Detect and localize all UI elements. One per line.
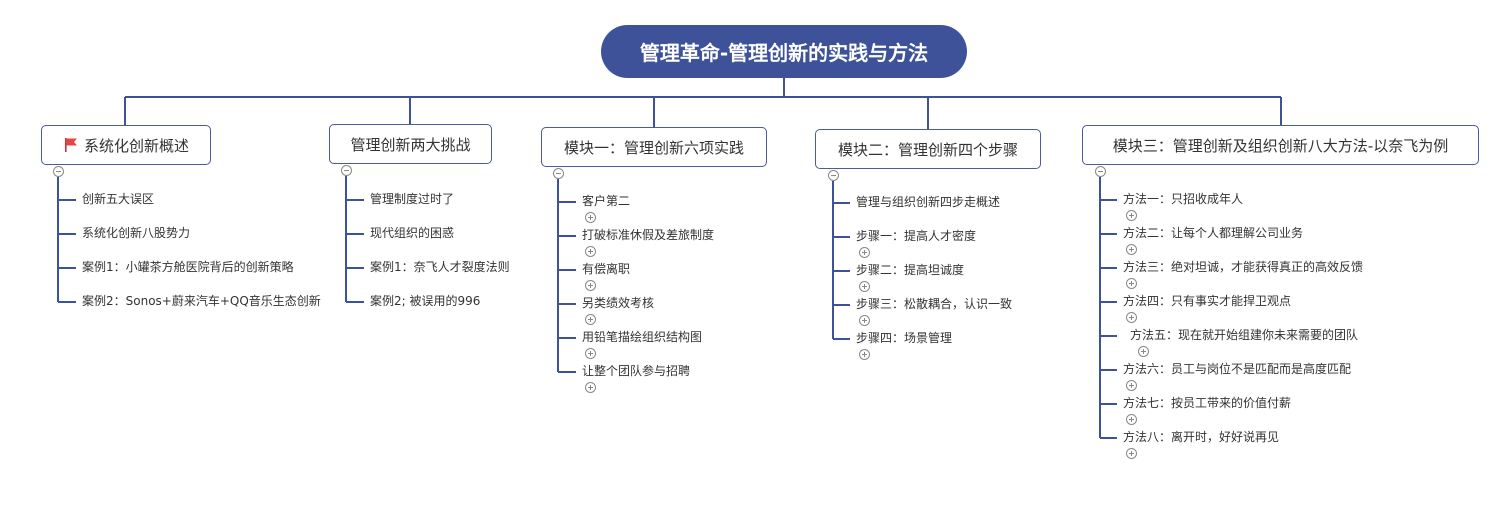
branch-module-one[interactable]: 模块一：管理创新六项实践	[541, 127, 767, 167]
expand-toggle-icon[interactable]	[1126, 448, 1137, 459]
expand-toggle-icon[interactable]	[1126, 312, 1137, 323]
leaf-topic[interactable]: 客户第二	[582, 194, 631, 208]
expand-toggle-icon[interactable]	[585, 314, 596, 325]
branch-module-three[interactable]: 模块三：管理创新及组织创新八大方法-以奈飞为例	[1082, 125, 1479, 165]
flag-icon	[63, 137, 79, 153]
leaf-topic[interactable]: 创新五大误区	[82, 192, 155, 206]
expand-toggle-icon[interactable]	[585, 212, 596, 223]
leaf-topic[interactable]: 方法四：只有事实才能捍卫观点	[1123, 294, 1292, 308]
leaf-topic[interactable]: 有偿离职	[582, 262, 631, 276]
leaf-topic[interactable]: 现代组织的困惑	[370, 226, 455, 240]
leaf-topic[interactable]: 案例1：小罐茶方舱医院背后的创新策略	[82, 260, 294, 274]
leaf-topic[interactable]: 步骤四：场景管理	[856, 331, 953, 345]
leaf-topic[interactable]: 方法六：员工与岗位不是匹配而是高度匹配	[1123, 362, 1352, 376]
expand-toggle-icon[interactable]	[585, 280, 596, 291]
leaf-topic[interactable]: 另类绩效考核	[582, 296, 655, 310]
expand-toggle-icon[interactable]	[585, 246, 596, 257]
leaf-topic[interactable]: 方法三：绝对坦诚，才能获得真正的高效反馈	[1123, 260, 1364, 274]
collapse-toggle-icon[interactable]	[341, 165, 352, 176]
leaf-topic[interactable]: 案例1：奈飞人才裂度法则	[370, 260, 510, 274]
leaf-topic[interactable]: 系统化创新八股势力	[82, 226, 191, 240]
branch-two-challenges[interactable]: 管理创新两大挑战	[329, 124, 492, 164]
expand-toggle-icon[interactable]	[1126, 244, 1137, 255]
leaf-topic[interactable]: 方法七：按员工带来的价值付薪	[1123, 396, 1292, 410]
expand-toggle-icon[interactable]	[1126, 414, 1137, 425]
leaf-topic[interactable]: 方法五：现在就开始组建你未来需要的团队	[1130, 328, 1359, 342]
collapse-toggle-icon[interactable]	[553, 168, 564, 179]
branch-label: 管理创新两大挑战	[350, 135, 471, 154]
expand-toggle-icon[interactable]	[1126, 210, 1137, 221]
leaf-topic[interactable]: 步骤三：松散耦合，认识一致	[856, 297, 1013, 311]
leaf-topic[interactable]: 打破标准休假及差旅制度	[582, 228, 715, 242]
expand-toggle-icon[interactable]	[859, 281, 870, 292]
collapse-toggle-icon[interactable]	[1095, 166, 1106, 177]
branch-label: 模块三：管理创新及组织创新八大方法-以奈飞为例	[1112, 136, 1449, 155]
leaf-topic[interactable]: 案例2：Sonos+蔚来汽车+QQ音乐生态创新	[82, 294, 321, 308]
collapse-toggle-icon[interactable]	[53, 166, 64, 177]
expand-toggle-icon[interactable]	[585, 382, 596, 393]
branch-label: 模块二：管理创新四个步骤	[837, 140, 1018, 159]
branch-label: 系统化创新概述	[83, 136, 189, 155]
branch-overview[interactable]: 系统化创新概述	[41, 125, 211, 165]
leaf-topic[interactable]: 管理与组织创新四步走概述	[856, 195, 1001, 209]
leaf-topic[interactable]: 用铅笔描绘组织结构图	[582, 330, 703, 344]
collapse-toggle-icon[interactable]	[828, 170, 839, 181]
leaf-topic[interactable]: 步骤二：提高坦诚度	[856, 263, 965, 277]
leaf-topic[interactable]: 让整个团队参与招聘	[582, 364, 691, 378]
leaf-topic[interactable]: 步骤一：提高人才密度	[856, 229, 977, 243]
expand-toggle-icon[interactable]	[1126, 380, 1137, 391]
leaf-topic[interactable]: 方法八：离开时，好好说再见	[1123, 430, 1280, 444]
expand-toggle-icon[interactable]	[1126, 278, 1137, 289]
expand-toggle-icon[interactable]	[585, 348, 596, 359]
expand-toggle-icon[interactable]	[1138, 346, 1149, 357]
leaf-topic[interactable]: 案例2; 被误用的996	[370, 294, 481, 308]
branch-module-two[interactable]: 模块二：管理创新四个步骤	[815, 129, 1041, 169]
root-topic[interactable]: 管理革命-管理创新的实践与方法	[601, 25, 967, 78]
leaf-topic[interactable]: 方法一：只招收成年人	[1123, 192, 1244, 206]
leaf-topic[interactable]: 管理制度过时了	[370, 192, 455, 206]
expand-toggle-icon[interactable]	[859, 247, 870, 258]
expand-toggle-icon[interactable]	[859, 315, 870, 326]
leaf-topic[interactable]: 方法二：让每个人都理解公司业务	[1123, 226, 1304, 240]
branch-label: 模块一：管理创新六项实践	[563, 138, 744, 157]
root-topic-label: 管理革命-管理创新的实践与方法	[639, 41, 929, 65]
expand-toggle-icon[interactable]	[859, 349, 870, 360]
